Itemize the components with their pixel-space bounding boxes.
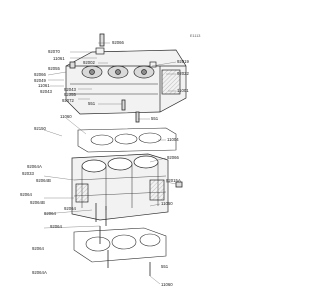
part-label: 11061: [38, 83, 50, 88]
cylinder-block: [71, 153, 169, 221]
part-label: 92072: [62, 98, 74, 103]
part-label: 92064: [50, 224, 62, 229]
reference-code: E1113: [190, 34, 201, 38]
part-label: 11060: [161, 282, 173, 287]
part-label: 92150: [34, 126, 46, 131]
part-label: 92064: [44, 211, 56, 216]
part-label: 92066: [112, 40, 124, 45]
part-label: 551: [161, 264, 169, 269]
part-label: 92043: [64, 87, 76, 92]
part-label: 92064: [64, 206, 76, 211]
part-label: 11060: [161, 201, 173, 206]
part-label: 11001: [177, 88, 189, 93]
part-label: 92043: [40, 89, 52, 94]
part-label: 551: [151, 116, 159, 121]
parts-drawing: [43, 33, 187, 285]
part-label: 92064B: [36, 178, 51, 183]
part-label: 92055: [64, 92, 76, 97]
leader-lines: [43, 42, 177, 285]
part-label: 92066: [167, 155, 179, 160]
exploded-parts-diagram: E1113 92066 92070 11061 92002 92066 9204…: [20, 33, 201, 287]
part-label: 92064B: [30, 200, 45, 205]
part-label: 92019: [177, 59, 189, 64]
part-label: 11004: [167, 137, 179, 142]
head-gasket: [77, 127, 177, 153]
base-gasket: [73, 227, 167, 263]
part-label: 11061: [53, 56, 65, 61]
part-label: 92033: [22, 171, 34, 176]
part-label: 92066: [34, 72, 46, 77]
part-label: 92015A: [166, 178, 181, 183]
part-label: 92064A: [32, 270, 47, 275]
part-label: 11060: [60, 114, 72, 119]
studs-and-bolts: [69, 33, 183, 276]
part-label: 92055: [48, 66, 60, 71]
part-label: 92064: [20, 192, 32, 197]
part-label: 551: [88, 101, 96, 106]
part-label: 92064: [32, 246, 44, 251]
part-label: 92064A: [27, 164, 42, 169]
part-label: 92070: [48, 49, 60, 54]
part-label: 92049: [34, 78, 46, 83]
cylinder-head: [65, 47, 187, 115]
part-label: 92022: [177, 71, 189, 76]
part-label: 92002: [83, 60, 95, 65]
